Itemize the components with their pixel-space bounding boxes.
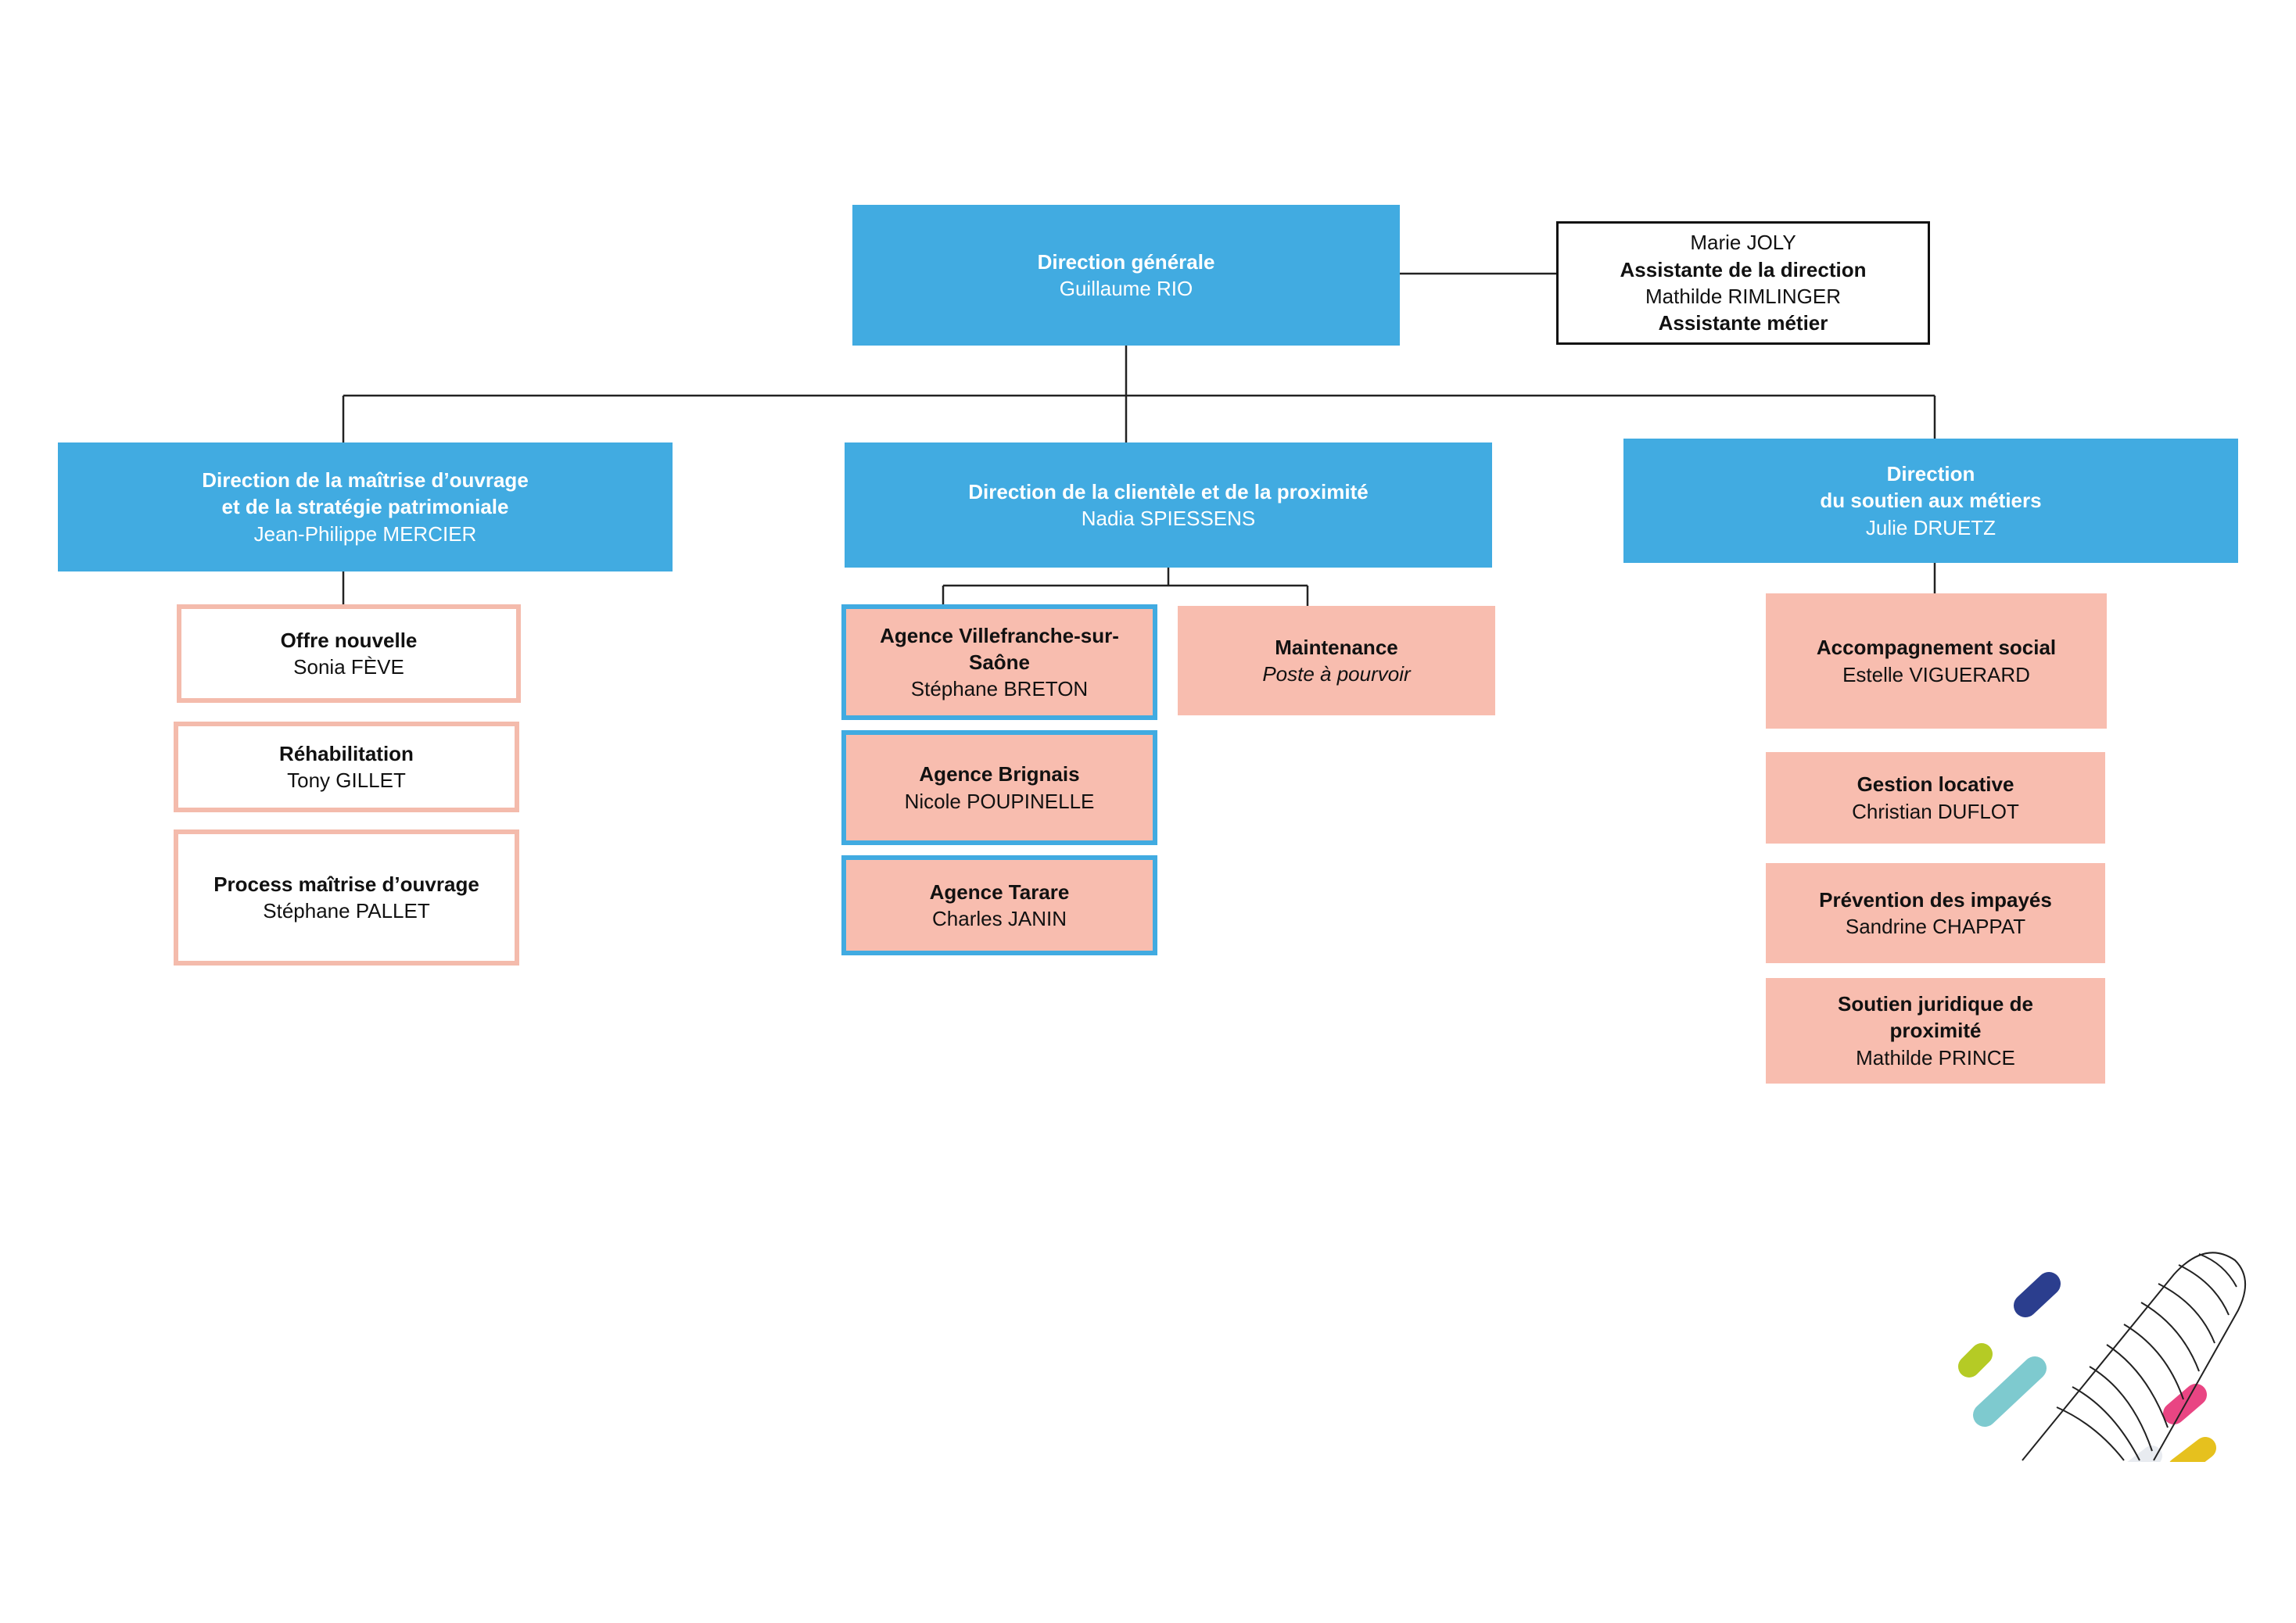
unit-maintenance: Maintenance Poste à pourvoir xyxy=(1178,606,1495,715)
agence-tarare: Agence Tarare Charles JANIN xyxy=(841,855,1157,955)
agence-brignais: Agence Brignais Nicole POUPINELLE xyxy=(841,730,1157,845)
unit-name: Mathilde PRINCE xyxy=(1856,1045,2015,1069)
direction-soutien-title-1: Direction xyxy=(1886,462,1975,486)
agence-title-1: Agence Villefranche-sur- xyxy=(880,623,1119,647)
unit-name: Poste à pourvoir xyxy=(1262,662,1411,686)
unit-title: Gestion locative xyxy=(1857,772,2014,797)
assistant-role-2: Assistante métier xyxy=(1658,311,1828,335)
agence-title-2: Saône xyxy=(968,650,1031,674)
logo-icon xyxy=(1958,1252,2247,1462)
direction-generale-box: Direction générale Guillaume RIO xyxy=(852,205,1400,346)
direction-soutien-name: Julie DRUETZ xyxy=(1865,515,1996,539)
assistant-role-1: Assistante de la direction xyxy=(1620,257,1867,281)
unit-name: Stéphane PALLET xyxy=(263,899,430,923)
unit-name: Sandrine CHAPPAT xyxy=(1845,915,2026,938)
unit-soutien-juridique: Soutien juridique de proximité Mathilde … xyxy=(1766,978,2105,1084)
direction-maitrise-ouvrage-title-2: et de la stratégie patrimoniale xyxy=(221,495,509,519)
agence-villefranche: Agence Villefranche-sur- Saône Stéphane … xyxy=(841,604,1157,720)
unit-name: Tony GILLET xyxy=(287,769,406,792)
unit-title-1: Soutien juridique de xyxy=(1838,992,2033,1016)
agence-name: Charles JANIN xyxy=(932,907,1067,930)
unit-title: Prévention des impayés xyxy=(1819,887,2052,912)
unit-title: Offre nouvelle xyxy=(280,628,418,652)
agence-name: Stéphane BRETON xyxy=(910,677,1089,701)
direction-generale-title: Direction générale xyxy=(1037,249,1215,274)
direction-soutien-title-2: du soutien aux métiers xyxy=(1820,489,2042,513)
unit-prevention-impayes: Prévention des impayés Sandrine CHAPPAT xyxy=(1766,863,2105,963)
unit-title: Réhabilitation xyxy=(279,741,414,765)
unit-gestion-locative: Gestion locative Christian DUFLOT xyxy=(1766,752,2105,844)
direction-maitrise-ouvrage-box: Direction de la maîtrise d’ouvrage et de… xyxy=(58,442,673,571)
unit-name: Estelle VIGUERARD xyxy=(1842,662,2030,686)
direction-maitrise-ouvrage-name: Jean-Philippe MERCIER xyxy=(253,521,477,546)
direction-soutien-metiers-box: Direction du soutien aux métiers Julie D… xyxy=(1623,439,2238,563)
unit-accompagnement-social: Accompagnement social Estelle VIGUERARD xyxy=(1766,593,2107,729)
direction-clientele-title: Direction de la clientèle et de la proxi… xyxy=(968,479,1369,503)
unit-name: Christian DUFLOT xyxy=(1852,799,2019,823)
agence-title: Agence Brignais xyxy=(919,762,1080,786)
unit-title: Process maîtrise d’ouvrage xyxy=(213,872,479,896)
unit-rehabilitation: Réhabilitation Tony GILLET xyxy=(174,722,519,812)
unit-name: Sonia FÈVE xyxy=(293,655,404,679)
agence-title: Agence Tarare xyxy=(929,880,1070,904)
assistant-name-1: Marie JOLY xyxy=(1690,231,1796,255)
assistant-name-2: Mathilde RIMLINGER xyxy=(1645,285,1841,308)
direction-clientele-box: Direction de la clientèle et de la proxi… xyxy=(845,442,1492,568)
unit-title: Accompagnement social xyxy=(1816,636,2057,660)
agence-name: Nicole POUPINELLE xyxy=(904,789,1095,813)
unit-title: Maintenance xyxy=(1275,635,1398,659)
direction-generale-name: Guillaume RIO xyxy=(1059,277,1193,300)
direction-maitrise-ouvrage-title-1: Direction de la maîtrise d’ouvrage xyxy=(202,468,529,493)
unit-title-2: proximité xyxy=(1889,1019,1982,1043)
assistants-box: Marie JOLY Assistante de la direction Ma… xyxy=(1556,221,1930,345)
unit-offre-nouvelle: Offre nouvelle Sonia FÈVE xyxy=(177,604,521,703)
unit-process-maitrise-ouvrage: Process maîtrise d’ouvrage Stéphane PALL… xyxy=(174,829,519,966)
direction-clientele-name: Nadia SPIESSENS xyxy=(1081,507,1256,530)
